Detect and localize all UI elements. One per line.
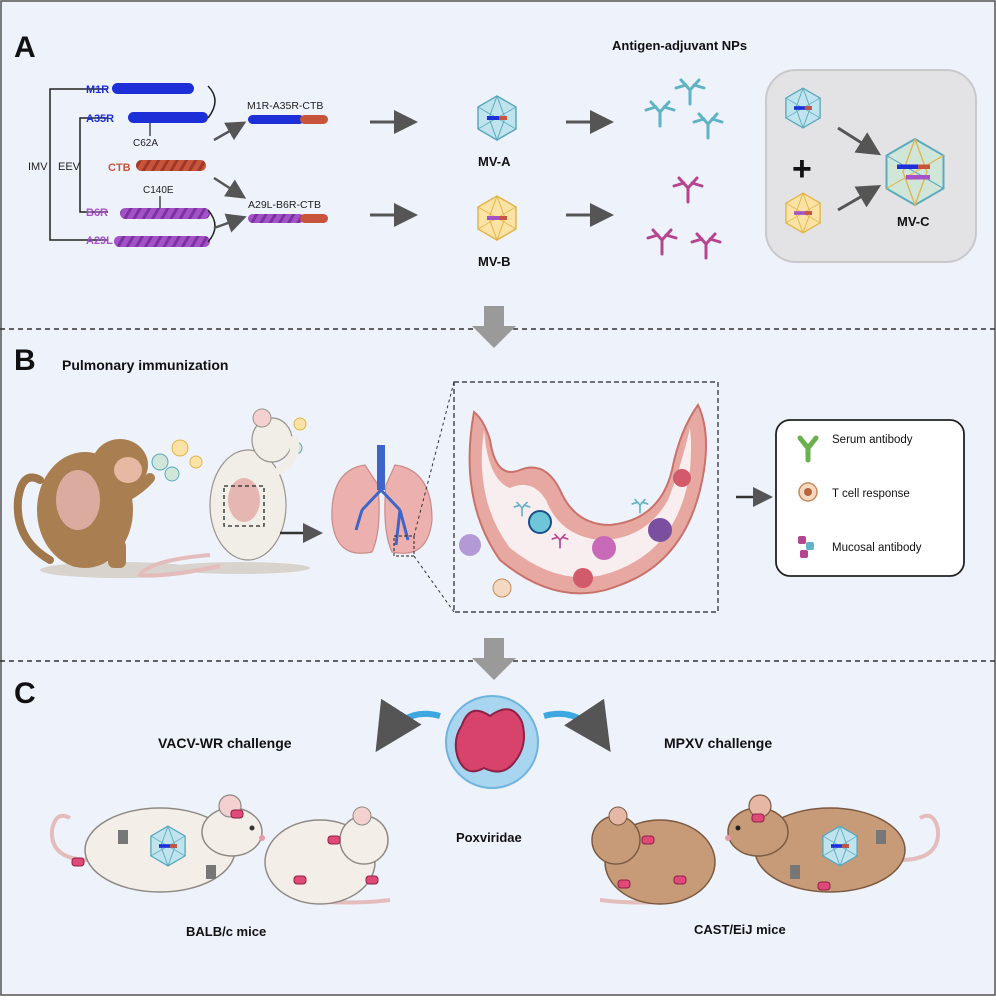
arrow-mv-a-to-c (837, 126, 882, 156)
poxviridae-label: Poxviridae (456, 830, 522, 845)
left-mice-label: BALB/c mice (186, 924, 266, 939)
b6r-bar (120, 208, 210, 219)
right-challenge-label: MPXV challenge (664, 735, 772, 751)
mucosal-antibody-icon (798, 536, 814, 558)
arrow-down-bc (472, 638, 516, 680)
b6r-label: B6R (86, 207, 108, 219)
arrow-right-challenge (543, 698, 611, 752)
panel-b-letter: B (14, 344, 36, 377)
poxvirus-core-icon (454, 708, 525, 773)
panel-a-letter: A (14, 31, 36, 64)
ctb-label: CTB (108, 162, 131, 174)
rat-illustration (136, 408, 310, 578)
balbc-mouse-vaccinated (49, 794, 266, 893)
mv-b-label: MV-B (478, 254, 511, 269)
eev-label: EEV (58, 161, 81, 173)
fusion-bottom-bar-purple (248, 214, 304, 223)
fusion-top-bar-ctb (300, 115, 328, 124)
outcomes-box (775, 419, 965, 577)
legend-serum-antibody: Serum antibody (832, 434, 913, 446)
arrow-left-challenge (375, 698, 441, 753)
arrow-to-fusion-top (213, 121, 247, 142)
imv-bracket (49, 88, 108, 241)
fusion-bottom-label: A29L-B6R-CTB (248, 199, 321, 211)
a29l-label: A29L (86, 235, 113, 247)
c140e-label: C140E (143, 185, 174, 196)
alveolus-zoom-panel (453, 381, 719, 613)
fusion-top-bar-blue (248, 115, 304, 124)
m1r-label: M1R (86, 84, 109, 96)
balbc-mouse-sick (264, 806, 391, 905)
c62a-label: C62A (133, 138, 158, 149)
arrow-down-ab (472, 306, 516, 348)
left-challenge-label: VACV-WR challenge (158, 735, 292, 751)
plus-sign: + (792, 150, 812, 188)
alveolus-illustration (459, 403, 707, 598)
monkey-illustration (13, 439, 200, 578)
right-mice-label: CAST/EiJ mice (694, 922, 786, 937)
m1r-bar (112, 83, 194, 94)
legend-mucosal-antibody: Mucosal antibody (832, 542, 922, 554)
mv-c-icosahedron-icon (885, 137, 945, 207)
arrow-to-fusion-bottom (213, 176, 247, 199)
alveolus-zoom-box (393, 535, 415, 557)
cast-mouse-vaccinated (724, 794, 941, 893)
arrow-brace-bottom (213, 213, 247, 233)
a35r-bar (128, 112, 208, 123)
zoom-line-top (413, 381, 455, 537)
eev-bracket (79, 117, 108, 213)
lungs-illustration (331, 445, 433, 554)
a29l-bar (114, 236, 210, 247)
panel-c-letter: C (14, 677, 36, 710)
legend-t-cell-response: T cell response (832, 488, 910, 500)
imv-label: IMV (28, 161, 48, 173)
mv-a-label: MV-A (478, 154, 511, 169)
t-cell-icon (798, 482, 818, 502)
serum-antibody-icon (797, 435, 819, 463)
brace-bottom (207, 209, 216, 243)
ctb-bar (136, 160, 206, 171)
arrow-mv-b-to-c (837, 184, 882, 212)
mv-c-label: MV-C (897, 214, 930, 229)
panel-b-title: Pulmonary immunization (62, 357, 228, 373)
fusion-top-label: M1R-A35R-CTB (247, 100, 323, 112)
cast-mouse-sick (591, 806, 716, 905)
rat-lung-zoom-box (223, 485, 265, 527)
a35r-label: A35R (86, 113, 114, 125)
fusion-bottom-bar-ctb (300, 214, 328, 223)
brace-top (207, 85, 216, 119)
nps-title: Antigen-adjuvant NPs (612, 38, 747, 53)
